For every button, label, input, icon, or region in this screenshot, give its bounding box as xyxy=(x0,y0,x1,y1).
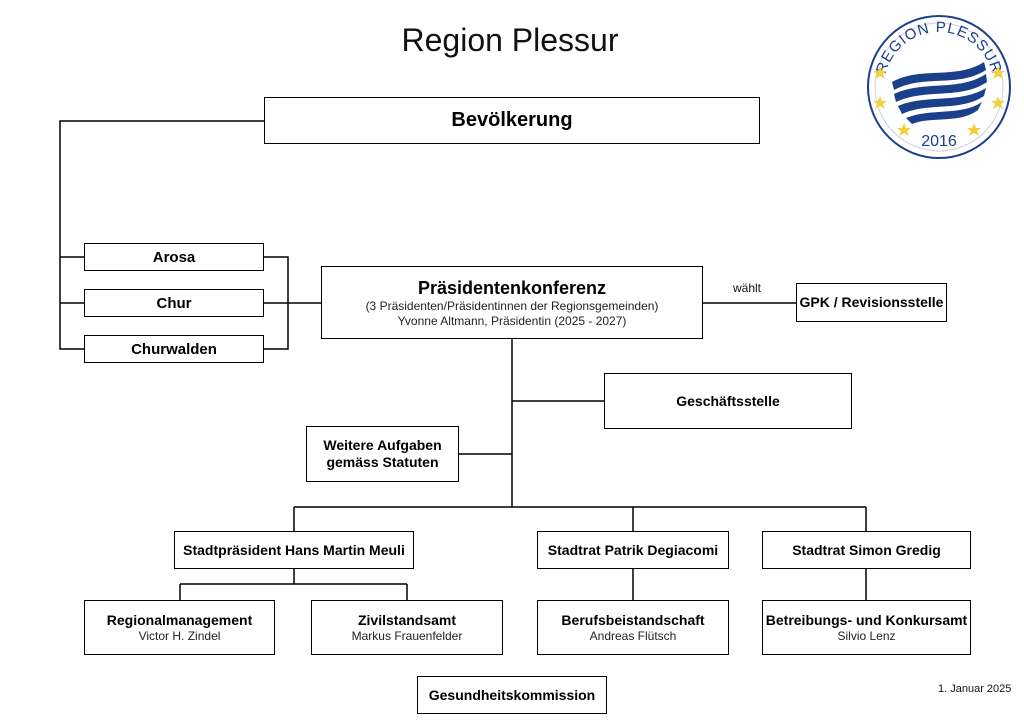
department-person: Andreas Flütsch xyxy=(589,628,677,643)
department-person: Victor H. Zindel xyxy=(138,628,221,643)
leader-degiacomi: Stadtrat Patrik Degiacomi xyxy=(537,531,729,569)
municipality-arosa: Arosa xyxy=(84,243,264,271)
leader-label: Stadtpräsident Hans Martin Meuli xyxy=(183,541,405,558)
population-box: Bevölkerung xyxy=(264,97,760,144)
municipality-chur: Chur xyxy=(84,289,264,317)
health-commission-label: Gesundheitskommission xyxy=(428,686,596,703)
leader-label: Stadtrat Simon Gredig xyxy=(792,541,941,558)
other-tasks-line1: Weitere Aufgaben xyxy=(323,437,442,453)
other-tasks-line2: gemäss Statuten xyxy=(326,454,439,470)
department-person: Markus Frauenfelder xyxy=(351,628,463,643)
department-zivilstandsamt: Zivilstandsamt Markus Frauenfelder xyxy=(311,600,503,655)
svg-text:2016: 2016 xyxy=(921,133,957,150)
conference-box: Präsidentenkonferenz (3 Präsidenten/Präs… xyxy=(321,266,703,339)
elects-label: wählt xyxy=(733,281,762,295)
municipality-label: Chur xyxy=(156,294,192,312)
department-title: Zivilstandsamt xyxy=(357,611,457,628)
gpk-box: GPK / Revisionsstelle xyxy=(796,283,947,322)
office-label: Geschäftsstelle xyxy=(676,392,780,409)
department-betreibungsamt: Betreibungs- und Konkursamt Silvio Lenz xyxy=(762,600,971,655)
department-title: Betreibungs- und Konkursamt xyxy=(765,611,968,628)
conference-members: (3 Präsidenten/Präsidentinnen der Region… xyxy=(365,298,659,313)
leader-gredig: Stadtrat Simon Gredig xyxy=(762,531,971,569)
population-label: Bevölkerung xyxy=(451,109,573,131)
department-person: Silvio Lenz xyxy=(837,628,896,643)
health-commission-box: Gesundheitskommission xyxy=(417,676,607,714)
department-title: Regionalmanagement xyxy=(106,611,253,628)
date-label: 1. Januar 2025 xyxy=(938,683,1012,695)
conference-president: Yvonne Altmann, Präsidentin (2025 - 2027… xyxy=(397,313,627,328)
leader-meuli: Stadtpräsident Hans Martin Meuli xyxy=(174,531,414,569)
municipality-label: Churwalden xyxy=(131,340,217,358)
page-title: Region Plessur xyxy=(401,22,619,58)
other-tasks-box: Weitere Aufgaben gemäss Statuten xyxy=(306,426,459,482)
department-regionalmanagement: Regionalmanagement Victor H. Zindel xyxy=(84,600,275,655)
gpk-label: GPK / Revisionsstelle xyxy=(799,294,944,310)
leader-label: Stadtrat Patrik Degiacomi xyxy=(547,541,719,558)
department-title: Berufsbeistandschaft xyxy=(561,611,705,628)
conference-title: Präsidentenkonferenz xyxy=(417,277,607,298)
municipality-label: Arosa xyxy=(152,248,196,266)
department-berufsbeistandschaft: Berufsbeistandschaft Andreas Flütsch xyxy=(537,600,729,655)
municipality-churwalden: Churwalden xyxy=(84,335,264,363)
region-logo: REGION PLESSUR 2016 xyxy=(867,15,1011,159)
office-box: Geschäftsstelle xyxy=(604,373,852,429)
